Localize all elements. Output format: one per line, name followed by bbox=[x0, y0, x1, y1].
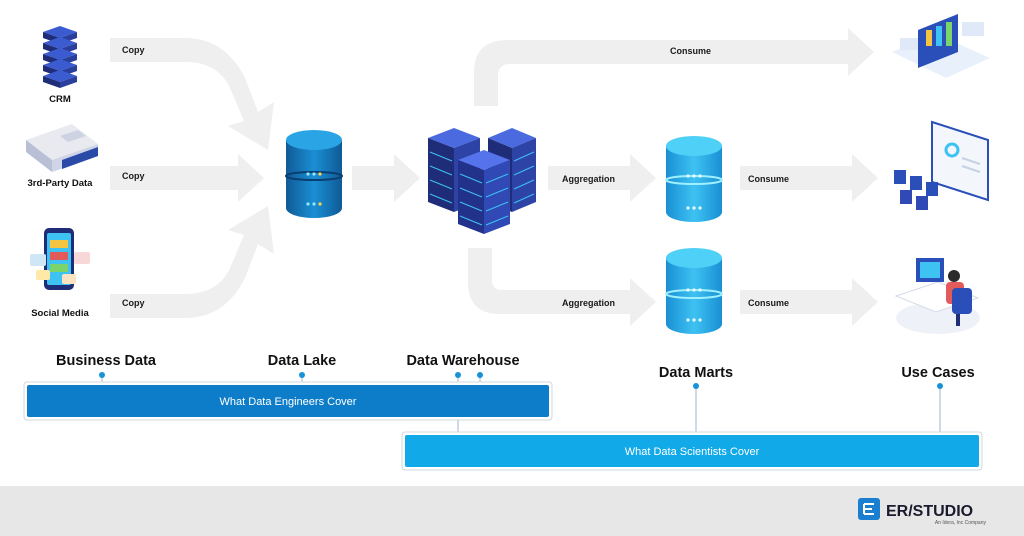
er-studio-logo-name: ER/STUDIO bbox=[886, 503, 973, 520]
copy-third-party-arrow bbox=[110, 154, 264, 202]
copy-third-party-label: Copy bbox=[122, 171, 145, 181]
er-studio-logo: ER/STUDIO An Idera, Inc Company bbox=[858, 498, 986, 526]
stage-data-warehouse: Data Warehouse bbox=[406, 353, 519, 369]
dashboard-laptop-icon bbox=[892, 14, 990, 78]
social-media-phone-icon bbox=[30, 228, 90, 290]
footer-band bbox=[0, 486, 1024, 536]
lake-to-warehouse-arrow bbox=[352, 154, 420, 202]
engineers-bar bbox=[27, 385, 549, 417]
copy-crm-label: Copy bbox=[122, 45, 145, 55]
data-lake-database-icon bbox=[285, 130, 343, 218]
consume-mart-2-arrow bbox=[740, 278, 878, 326]
data-warehouse-servers-icon bbox=[428, 128, 536, 234]
aggregation-1-label: Aggregation bbox=[562, 174, 615, 184]
consume-mart-1-arrow bbox=[740, 154, 878, 202]
data-scientist-desk-icon bbox=[894, 258, 980, 334]
copy-social-label: Copy bbox=[122, 298, 145, 308]
stage-data-lake: Data Lake bbox=[268, 353, 337, 369]
crm-label: CRM bbox=[49, 94, 71, 105]
er-studio-logo-tagline: An Idera, Inc Company bbox=[935, 520, 987, 526]
aggregation-2-label: Aggregation bbox=[562, 298, 615, 308]
engineers-bar-label: What Data Engineers Cover bbox=[220, 396, 357, 408]
copy-crm-arrow bbox=[110, 38, 274, 150]
aggregation-2-arrow bbox=[468, 248, 656, 326]
stage-use-cases: Use Cases bbox=[901, 365, 974, 381]
scientists-bar bbox=[405, 435, 979, 467]
third-party-box-icon bbox=[26, 124, 98, 172]
copy-social-arrow bbox=[110, 206, 274, 318]
crm-server-icon bbox=[43, 26, 77, 88]
stage-data-marts: Data Marts bbox=[659, 365, 733, 381]
scientists-bar-label: What Data Scientists Cover bbox=[625, 446, 760, 458]
consume-mart-2-label: Consume bbox=[748, 298, 789, 308]
data-mart-1-database-icon bbox=[665, 136, 723, 222]
stage-business-data: Business Data bbox=[56, 353, 157, 369]
third-party-label: 3rd-Party Data bbox=[28, 178, 94, 189]
aggregation-1-arrow bbox=[548, 154, 656, 202]
flow-arrows bbox=[110, 28, 878, 326]
consume-mart-1-label: Consume bbox=[748, 174, 789, 184]
consume-top-label: Consume bbox=[670, 46, 711, 56]
social-media-label: Social Media bbox=[31, 308, 89, 319]
stage-connector-dots bbox=[99, 372, 943, 389]
data-mart-2-database-icon bbox=[665, 248, 723, 334]
presentation-room-icon bbox=[894, 120, 989, 210]
consume-top-arrow bbox=[474, 28, 874, 106]
